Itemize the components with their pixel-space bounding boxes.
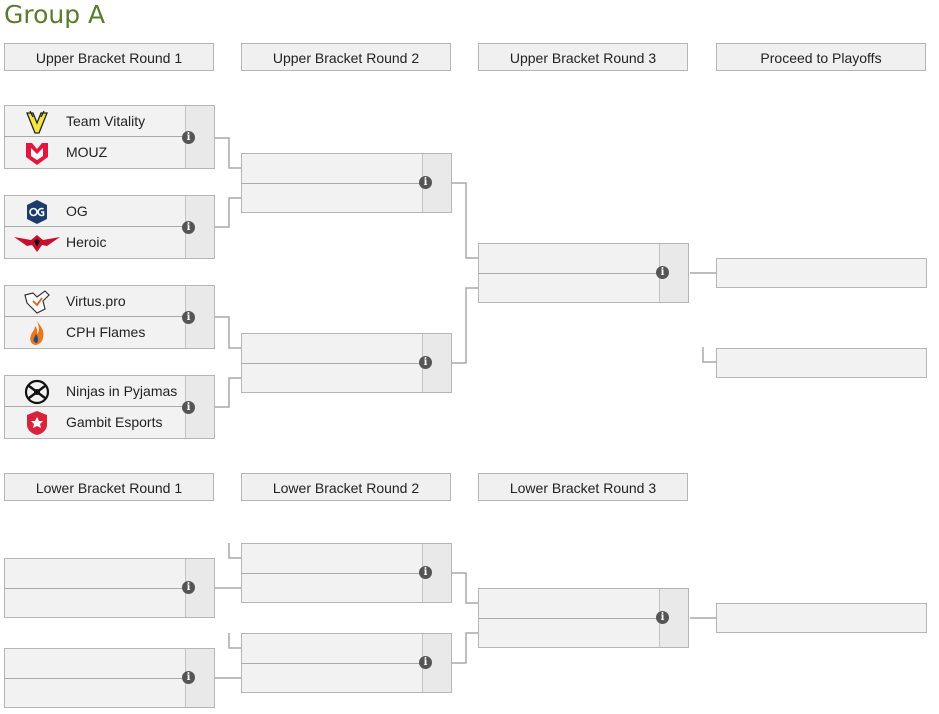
playoff-slot-1[interactable] [716,258,927,288]
info-icon[interactable]: i [182,221,195,234]
info-icon[interactable]: i [656,611,669,624]
match-ub2-2[interactable]: i [241,333,452,393]
team-slot[interactable]: Team Vitality [5,106,187,137]
match-ub1-1[interactable]: Team Vitality MOUZ i [4,105,215,169]
info-icon[interactable]: i [656,266,669,279]
match-lb3-1[interactable]: i [478,588,689,648]
team-slot[interactable]: Virtus.pro [5,286,187,317]
header-upper-round-1: Upper Bracket Round 1 [4,43,214,71]
info-icon[interactable]: i [182,671,195,684]
team-name: Heroic [66,234,107,250]
match-ub2-1[interactable]: i [241,153,452,213]
match-ub3-1[interactable]: i [478,243,689,303]
info-icon[interactable]: i [419,356,432,369]
header-proceed-playoffs: Proceed to Playoffs [716,43,926,71]
team-name: Ninjas in Pyjamas [66,383,178,399]
header-lower-round-2: Lower Bracket Round 2 [241,473,451,501]
team-name: Gambit Esports [66,414,163,430]
info-icon[interactable]: i [419,566,432,579]
lower-playoff-slot[interactable] [716,603,927,633]
header-upper-round-2: Upper Bracket Round 2 [241,43,451,71]
info-icon[interactable]: i [182,131,195,144]
team-slot[interactable]: MOUZ [5,137,187,168]
match-lb2-1[interactable]: i [241,543,452,603]
team-slot[interactable]: Ninjas in Pyjamas [5,376,187,407]
team-name: Team Vitality [66,113,146,129]
group-title: Group A [4,0,106,29]
og-logo-icon [13,199,61,225]
team-slot[interactable]: Heroic [5,227,187,258]
mouz-logo-icon [13,140,61,166]
team-slot[interactable]: Gambit Esports [5,407,187,438]
info-icon[interactable]: i [182,311,195,324]
header-lower-round-1: Lower Bracket Round 1 [4,473,214,501]
cph-flames-logo-icon [13,320,61,346]
match-ub1-2[interactable]: OG Heroic i [4,195,215,259]
playoff-slot-2[interactable] [716,348,927,378]
match-lb1-1[interactable]: i [4,558,215,618]
info-icon[interactable]: i [419,176,432,189]
match-ub1-3[interactable]: Virtus.pro CPH Flames i [4,285,215,349]
match-lb1-2[interactable]: i [4,648,215,708]
team-name: OG [66,203,88,219]
info-icon[interactable]: i [182,401,195,414]
team-name: MOUZ [66,144,108,160]
info-icon[interactable]: i [419,656,432,669]
match-lb2-2[interactable]: i [241,633,452,693]
heroic-logo-icon [13,230,61,256]
header-upper-round-3: Upper Bracket Round 3 [478,43,688,71]
virtuspro-logo-icon [13,289,61,315]
team-name: CPH Flames [66,324,146,340]
vitality-logo-icon [13,109,61,135]
match-ub1-4[interactable]: Ninjas in Pyjamas Gambit Esports i [4,375,215,439]
team-slot[interactable]: CPH Flames [5,317,187,348]
header-lower-round-3: Lower Bracket Round 3 [478,473,688,501]
gambit-logo-icon [13,410,61,436]
team-slot[interactable]: OG [5,196,187,227]
info-icon[interactable]: i [182,581,195,594]
nip-logo-icon [13,379,61,405]
team-name: Virtus.pro [66,293,126,309]
